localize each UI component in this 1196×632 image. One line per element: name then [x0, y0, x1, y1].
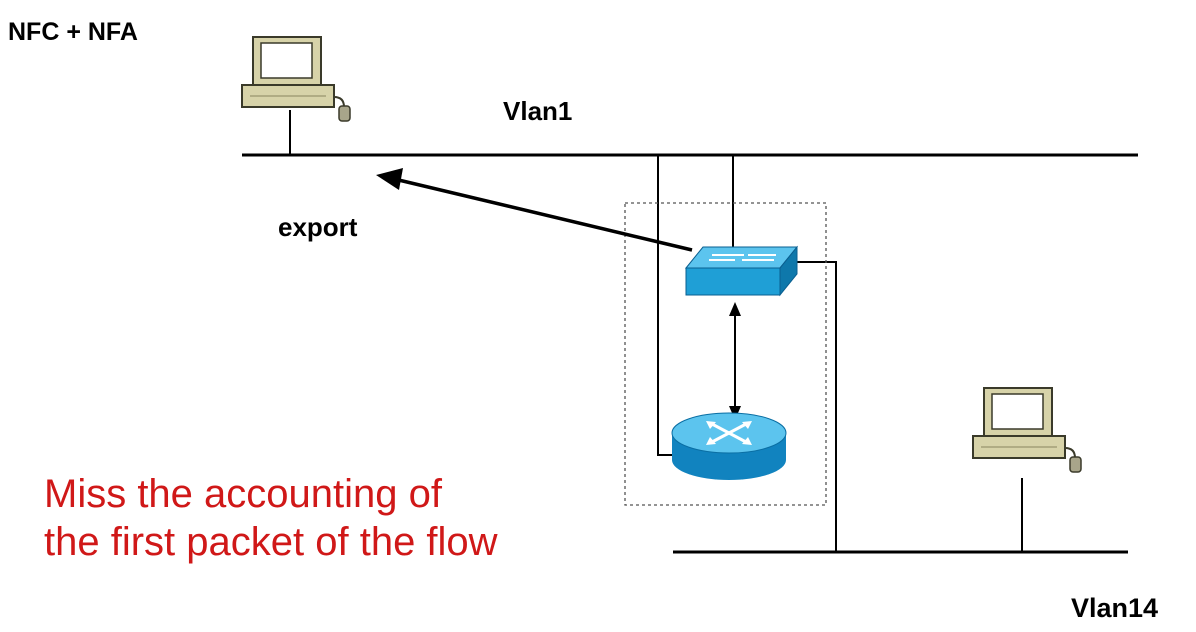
chassis-boundary — [624, 202, 827, 506]
export-label: export — [278, 212, 358, 242]
vlan14-label: Vlan14 — [1071, 593, 1159, 623]
warning-note: Miss the accounting of the first packet … — [44, 472, 498, 564]
switch-router-arrowhead-up — [729, 302, 741, 316]
switch-icon — [684, 245, 799, 297]
switch-vlan14-link — [795, 261, 837, 552]
nfc-host-computer-icon — [241, 36, 351, 122]
export-arrowhead — [376, 168, 403, 190]
vlan1-label: Vlan1 — [503, 96, 573, 126]
export-arrow — [385, 174, 693, 252]
vlan14-host-computer-icon — [972, 387, 1082, 473]
router-icon — [671, 412, 787, 480]
router-vlan1-link — [657, 155, 672, 456]
nfc-nfa-label: NFC + NFA — [8, 18, 138, 46]
